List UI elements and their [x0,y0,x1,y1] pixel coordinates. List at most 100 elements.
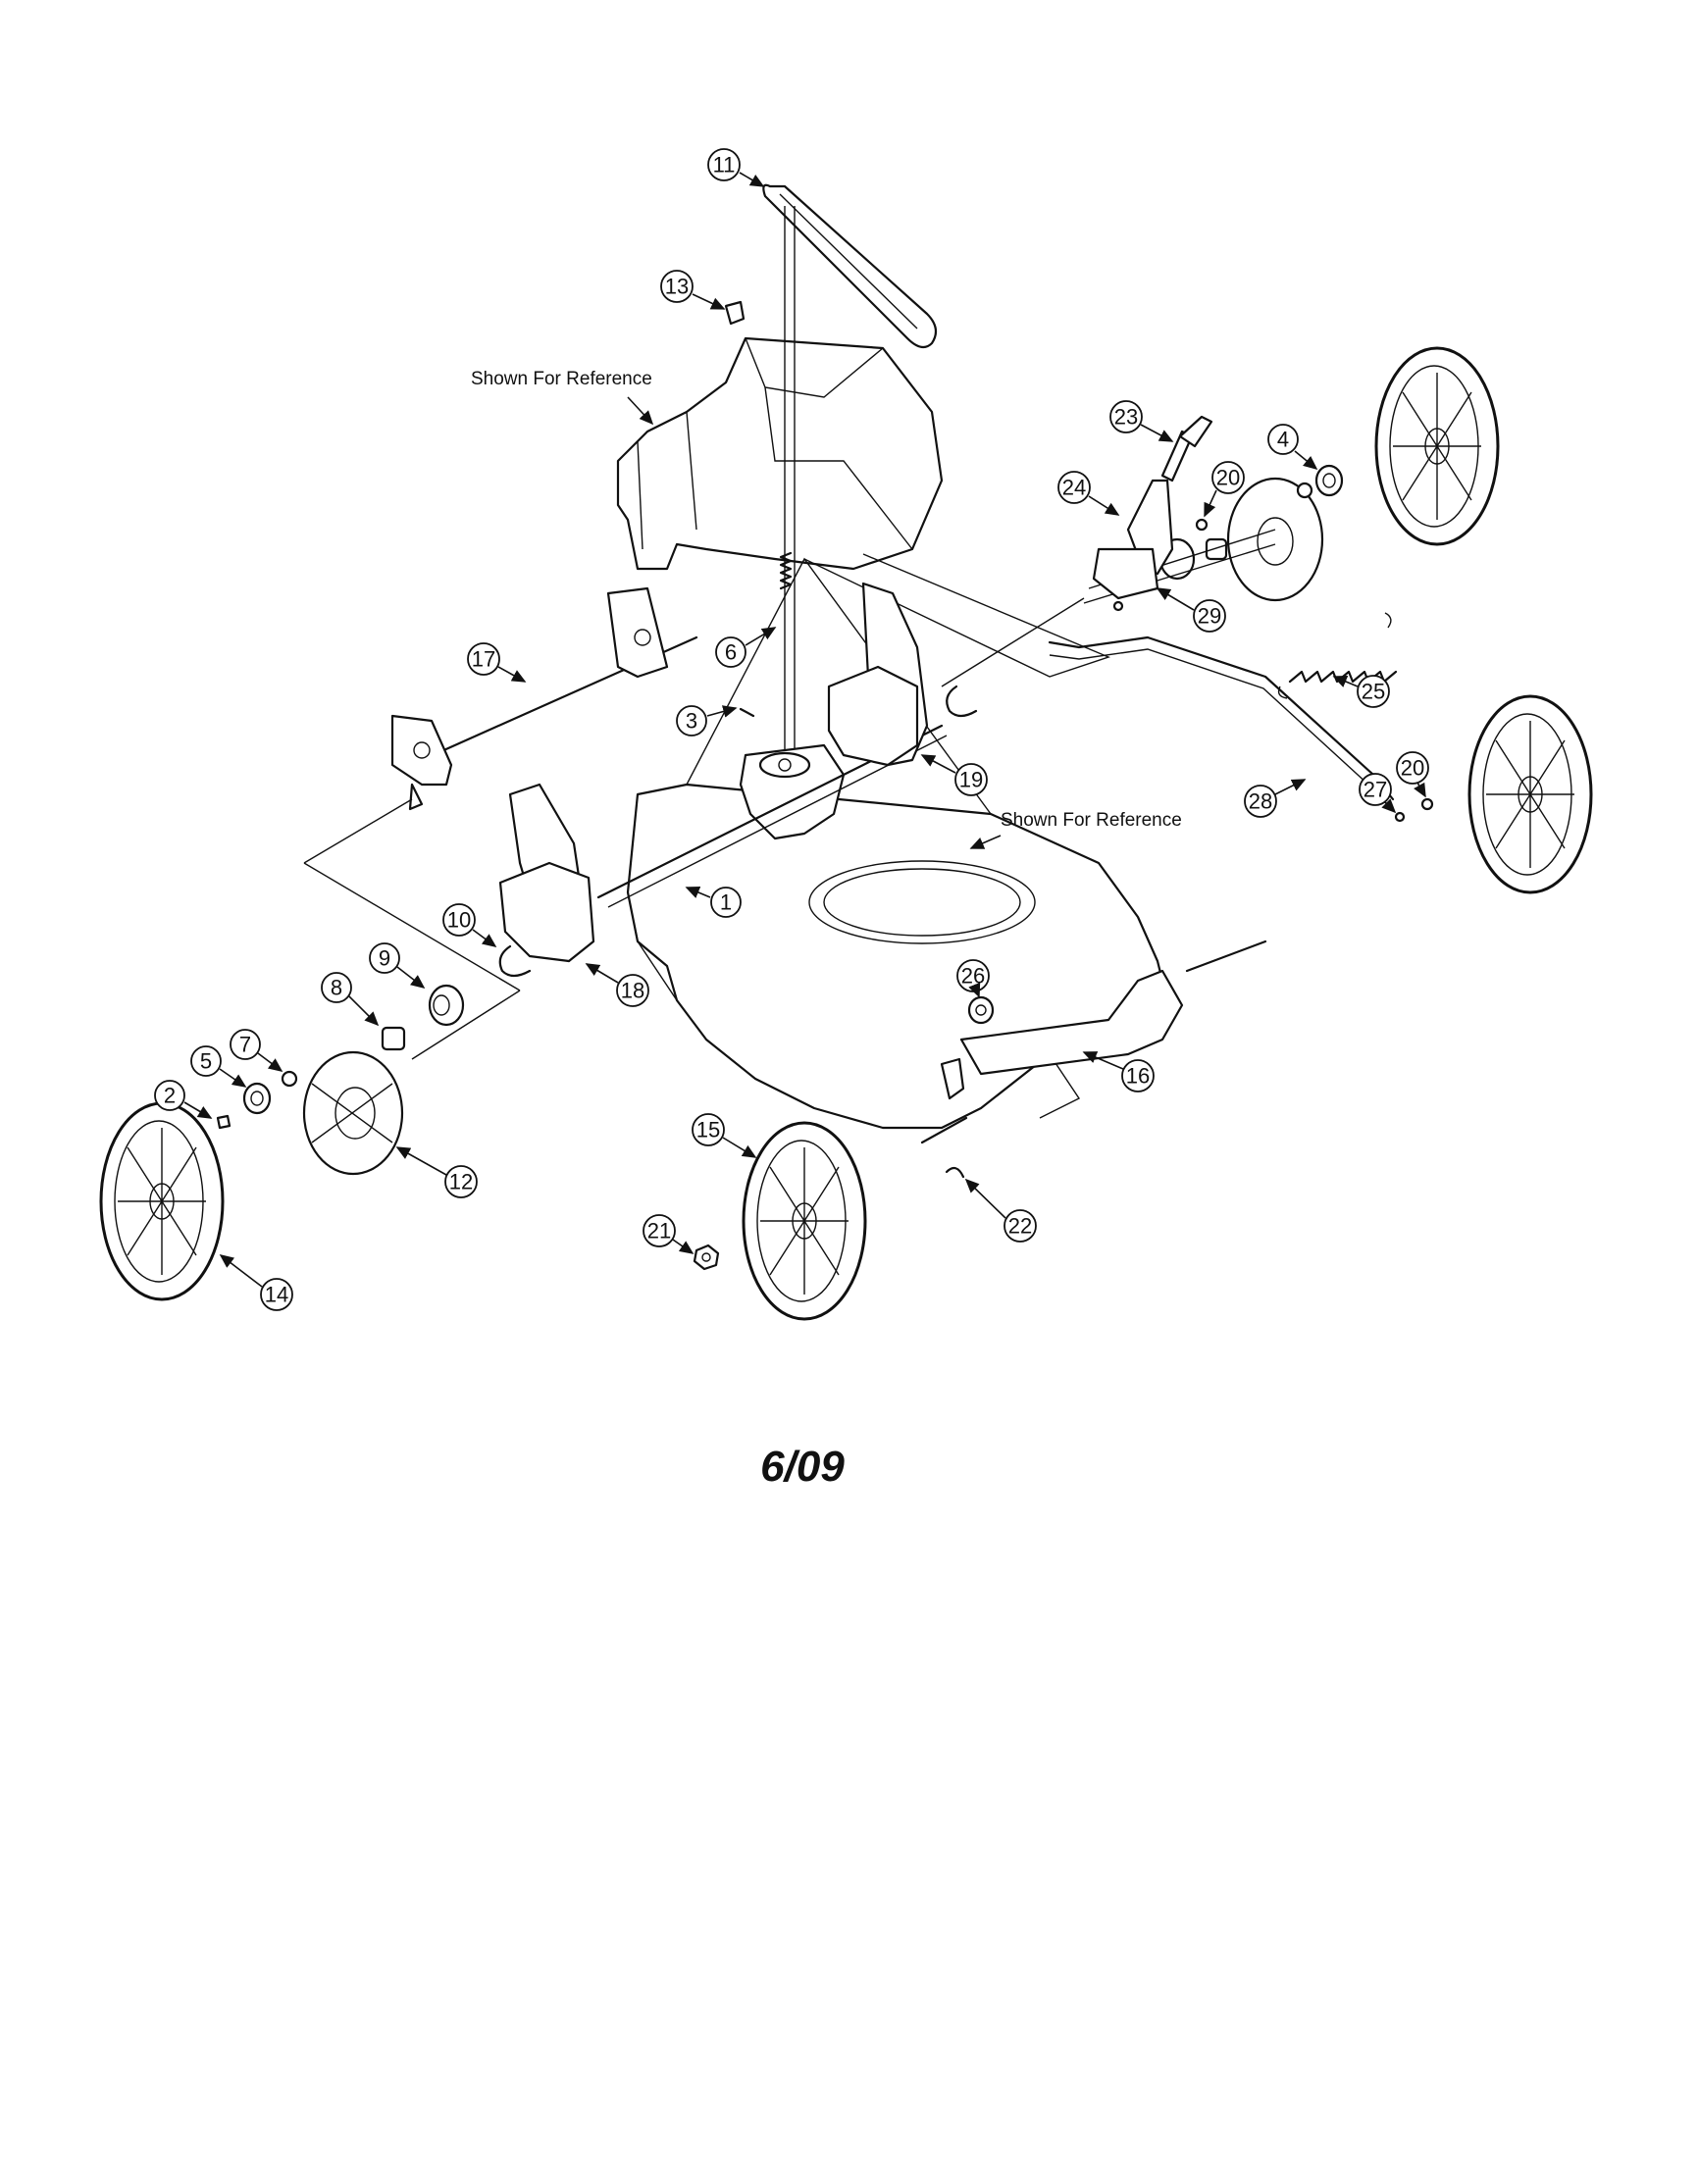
spacer [381,1026,406,1051]
svg-text:28: 28 [1249,789,1272,814]
svg-text:18: 18 [621,979,644,1003]
callout-23: 23 [1109,400,1143,433]
svg-text:23: 23 [1114,405,1138,430]
washer-7 [281,1070,298,1088]
callout-18: 18 [616,974,649,1007]
callout-10: 10 [442,903,476,937]
svg-text:22: 22 [1008,1214,1032,1239]
nut-21 [693,1244,720,1271]
svg-text:20: 20 [1401,756,1424,781]
callout-21: 21 [643,1214,676,1247]
height-adjuster-right [827,582,929,767]
svg-text:8: 8 [331,976,342,1000]
belt-cover-clip [724,300,746,326]
callout-26: 26 [956,959,990,992]
svg-text:6: 6 [725,640,737,665]
svg-text:14: 14 [265,1283,288,1307]
callout-8: 8 [321,972,352,1003]
svg-text:20: 20 [1216,466,1240,490]
wheel-right-rear [1374,346,1500,546]
callout-28: 28 [1244,785,1277,818]
svg-text:7: 7 [239,1033,251,1057]
reference-note-lower: Shown For Reference [1001,810,1182,831]
wheel-hub-cap-left [302,1050,404,1176]
svg-text:12: 12 [449,1170,473,1194]
callout-17: 17 [467,642,500,676]
washer-right [1296,482,1313,499]
wheel-right-front [1467,694,1593,894]
svg-text:29: 29 [1198,604,1221,629]
callout-9: 9 [369,942,400,974]
callout-22: 22 [1003,1209,1037,1243]
callout-14: 14 [260,1278,293,1311]
svg-text:25: 25 [1362,680,1385,704]
pivot-bracket [940,1057,965,1100]
svg-text:13: 13 [665,275,689,299]
clip-22 [945,1166,965,1179]
pinion-gear-right [1314,464,1344,497]
svg-text:15: 15 [696,1118,720,1143]
wheel-hub-cap-right [1226,477,1324,602]
callout-13: 13 [660,270,694,303]
wheel-left-rear [99,1101,225,1301]
callout-15: 15 [692,1113,725,1146]
svg-text:11: 11 [713,153,736,178]
screw-2 [216,1114,232,1130]
bolt-20-upper [1195,518,1209,532]
front-axle [390,586,698,811]
svg-text:9: 9 [379,946,390,971]
svg-text:3: 3 [686,709,697,734]
svg-text:21: 21 [647,1219,671,1244]
height-lever [1092,479,1174,600]
callout-20-lower: 20 [1396,751,1429,785]
bolt-20-lower [1420,797,1434,811]
lever-knob [1160,415,1213,483]
svg-text:2: 2 [164,1084,176,1108]
washer-27 [1394,811,1406,823]
svg-text:16: 16 [1126,1064,1150,1089]
svg-text:24: 24 [1062,476,1086,500]
callout-16: 16 [1121,1059,1155,1092]
drive-belt [762,183,938,349]
callout-11: 11 [707,148,741,181]
callout-25: 25 [1357,675,1390,708]
compression-spring [779,551,793,590]
transmission [739,743,846,840]
retaining-clip-left [498,944,532,978]
svg-text:4: 4 [1277,428,1289,452]
callout-6: 6 [715,636,746,668]
svg-text:1: 1 [720,890,732,915]
callout-12: 12 [444,1165,478,1198]
svg-text:19: 19 [959,768,983,792]
wheel-front-left [742,1121,867,1321]
adjuster-rod [1048,635,1395,801]
reference-plane-left [303,798,521,1060]
svg-text:27: 27 [1364,778,1387,802]
height-adjuster-left [498,783,595,963]
retaining-clip-right [946,685,978,718]
reference-plane-right [803,553,1110,678]
pivot-bushing [428,984,465,1027]
reference-note-upper: Shown For Reference [471,369,652,389]
callout-27: 27 [1359,773,1392,806]
callout-3: 3 [676,705,707,736]
callout-20-upper: 20 [1211,461,1245,494]
date-code: 6/09 [760,1443,845,1491]
spacer-right [1205,537,1228,561]
svg-text:5: 5 [200,1049,212,1074]
callout-29: 29 [1193,599,1226,633]
callout-1: 1 [710,887,742,918]
callout-5: 5 [190,1045,222,1077]
washer-29 [1112,600,1124,612]
nut-26 [967,995,995,1025]
pin-3 [739,707,755,718]
svg-text:10: 10 [447,908,471,933]
svg-text:26: 26 [961,964,985,989]
front-axle-stub [920,1116,968,1144]
belt-cover [616,336,944,571]
rear-axle-bracket [959,940,1267,1076]
callout-19: 19 [954,763,988,796]
pinion-gear [242,1082,272,1115]
callout-7: 7 [230,1029,261,1060]
